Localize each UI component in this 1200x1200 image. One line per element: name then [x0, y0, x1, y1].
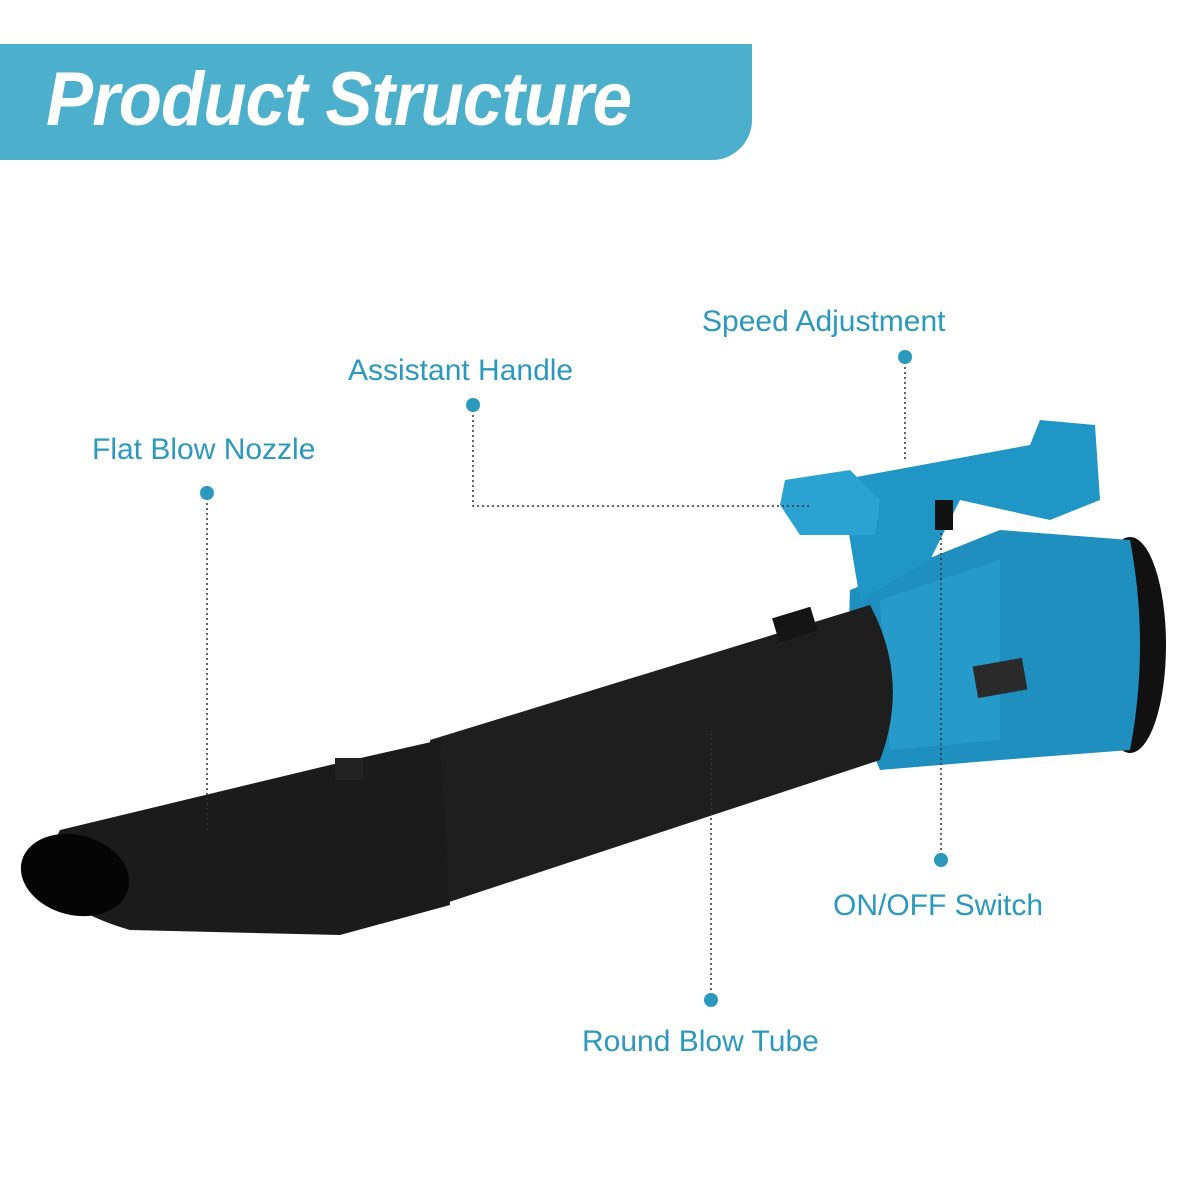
title-banner: Product Structure	[0, 44, 752, 160]
callout-dots	[200, 350, 948, 1007]
flat-nozzle	[40, 740, 450, 935]
blow-tube	[20, 605, 893, 935]
page-title: Product Structure	[46, 57, 632, 142]
label-round-blow-tube: Round Blow Tube	[582, 1025, 819, 1058]
label-assistant-handle: Assistant Handle	[348, 354, 574, 387]
switch-trigger	[935, 500, 953, 530]
label-flat-blow-nozzle: Flat Blow Nozzle	[92, 433, 316, 466]
assistant-handle-knob	[780, 470, 880, 535]
label-speed-adjustment: Speed Adjustment	[702, 305, 946, 338]
main-handle	[780, 420, 1100, 600]
leader-lines	[206, 357, 942, 1000]
motor-housing	[849, 530, 1166, 770]
brand-plate	[972, 657, 1028, 699]
label-on-off-switch: ON/OFF Switch	[833, 889, 1044, 922]
